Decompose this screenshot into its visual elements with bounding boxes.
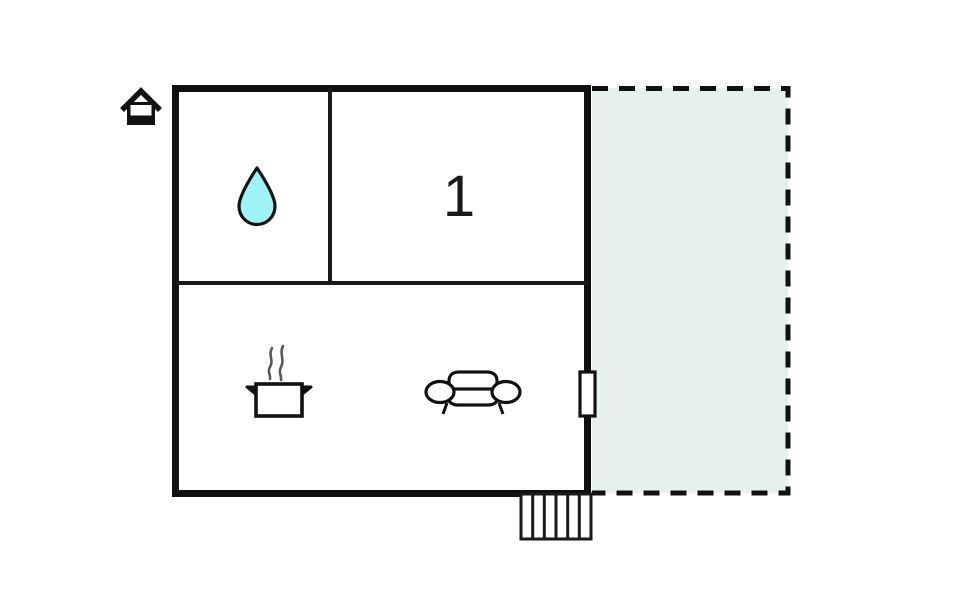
house-orientation-icon: [120, 87, 162, 125]
interior-walls: [176, 88, 588, 285]
bedroom-number-label: 1: [443, 164, 475, 229]
sofa-leg-right: [497, 402, 505, 415]
interior-wall-horizontal: [176, 281, 588, 285]
exterior-walls: [172, 85, 591, 497]
water-drop-shape: [237, 166, 277, 227]
exterior-wall-top: [172, 85, 591, 92]
sofa-leg-left: [441, 402, 449, 415]
exterior-wall-bottom: [172, 490, 591, 497]
sofa-icon: [424, 370, 522, 415]
door-opening-icon: [578, 370, 597, 418]
water-drop-icon: [237, 166, 277, 227]
sofa-armrest-left: [424, 379, 456, 405]
terrace-fill: [592, 88, 788, 493]
exterior-wall-right-upper: [584, 85, 591, 374]
sofa-armrest-right: [490, 379, 522, 405]
house-window-icon: [130, 105, 152, 116]
interior-wall-vertical: [328, 88, 332, 282]
exterior-wall-right-lower: [584, 414, 591, 497]
door-leaf: [578, 370, 597, 418]
sofa-backrest: [447, 370, 499, 393]
pot-body: [254, 382, 304, 418]
exterior-wall-left: [172, 85, 179, 497]
terrace-area: [592, 86, 791, 496]
steam-line-left: [267, 346, 274, 381]
steam-line-right: [278, 344, 285, 382]
stairs-icon: [519, 492, 593, 541]
cooking-pot-icon: [245, 344, 313, 418]
